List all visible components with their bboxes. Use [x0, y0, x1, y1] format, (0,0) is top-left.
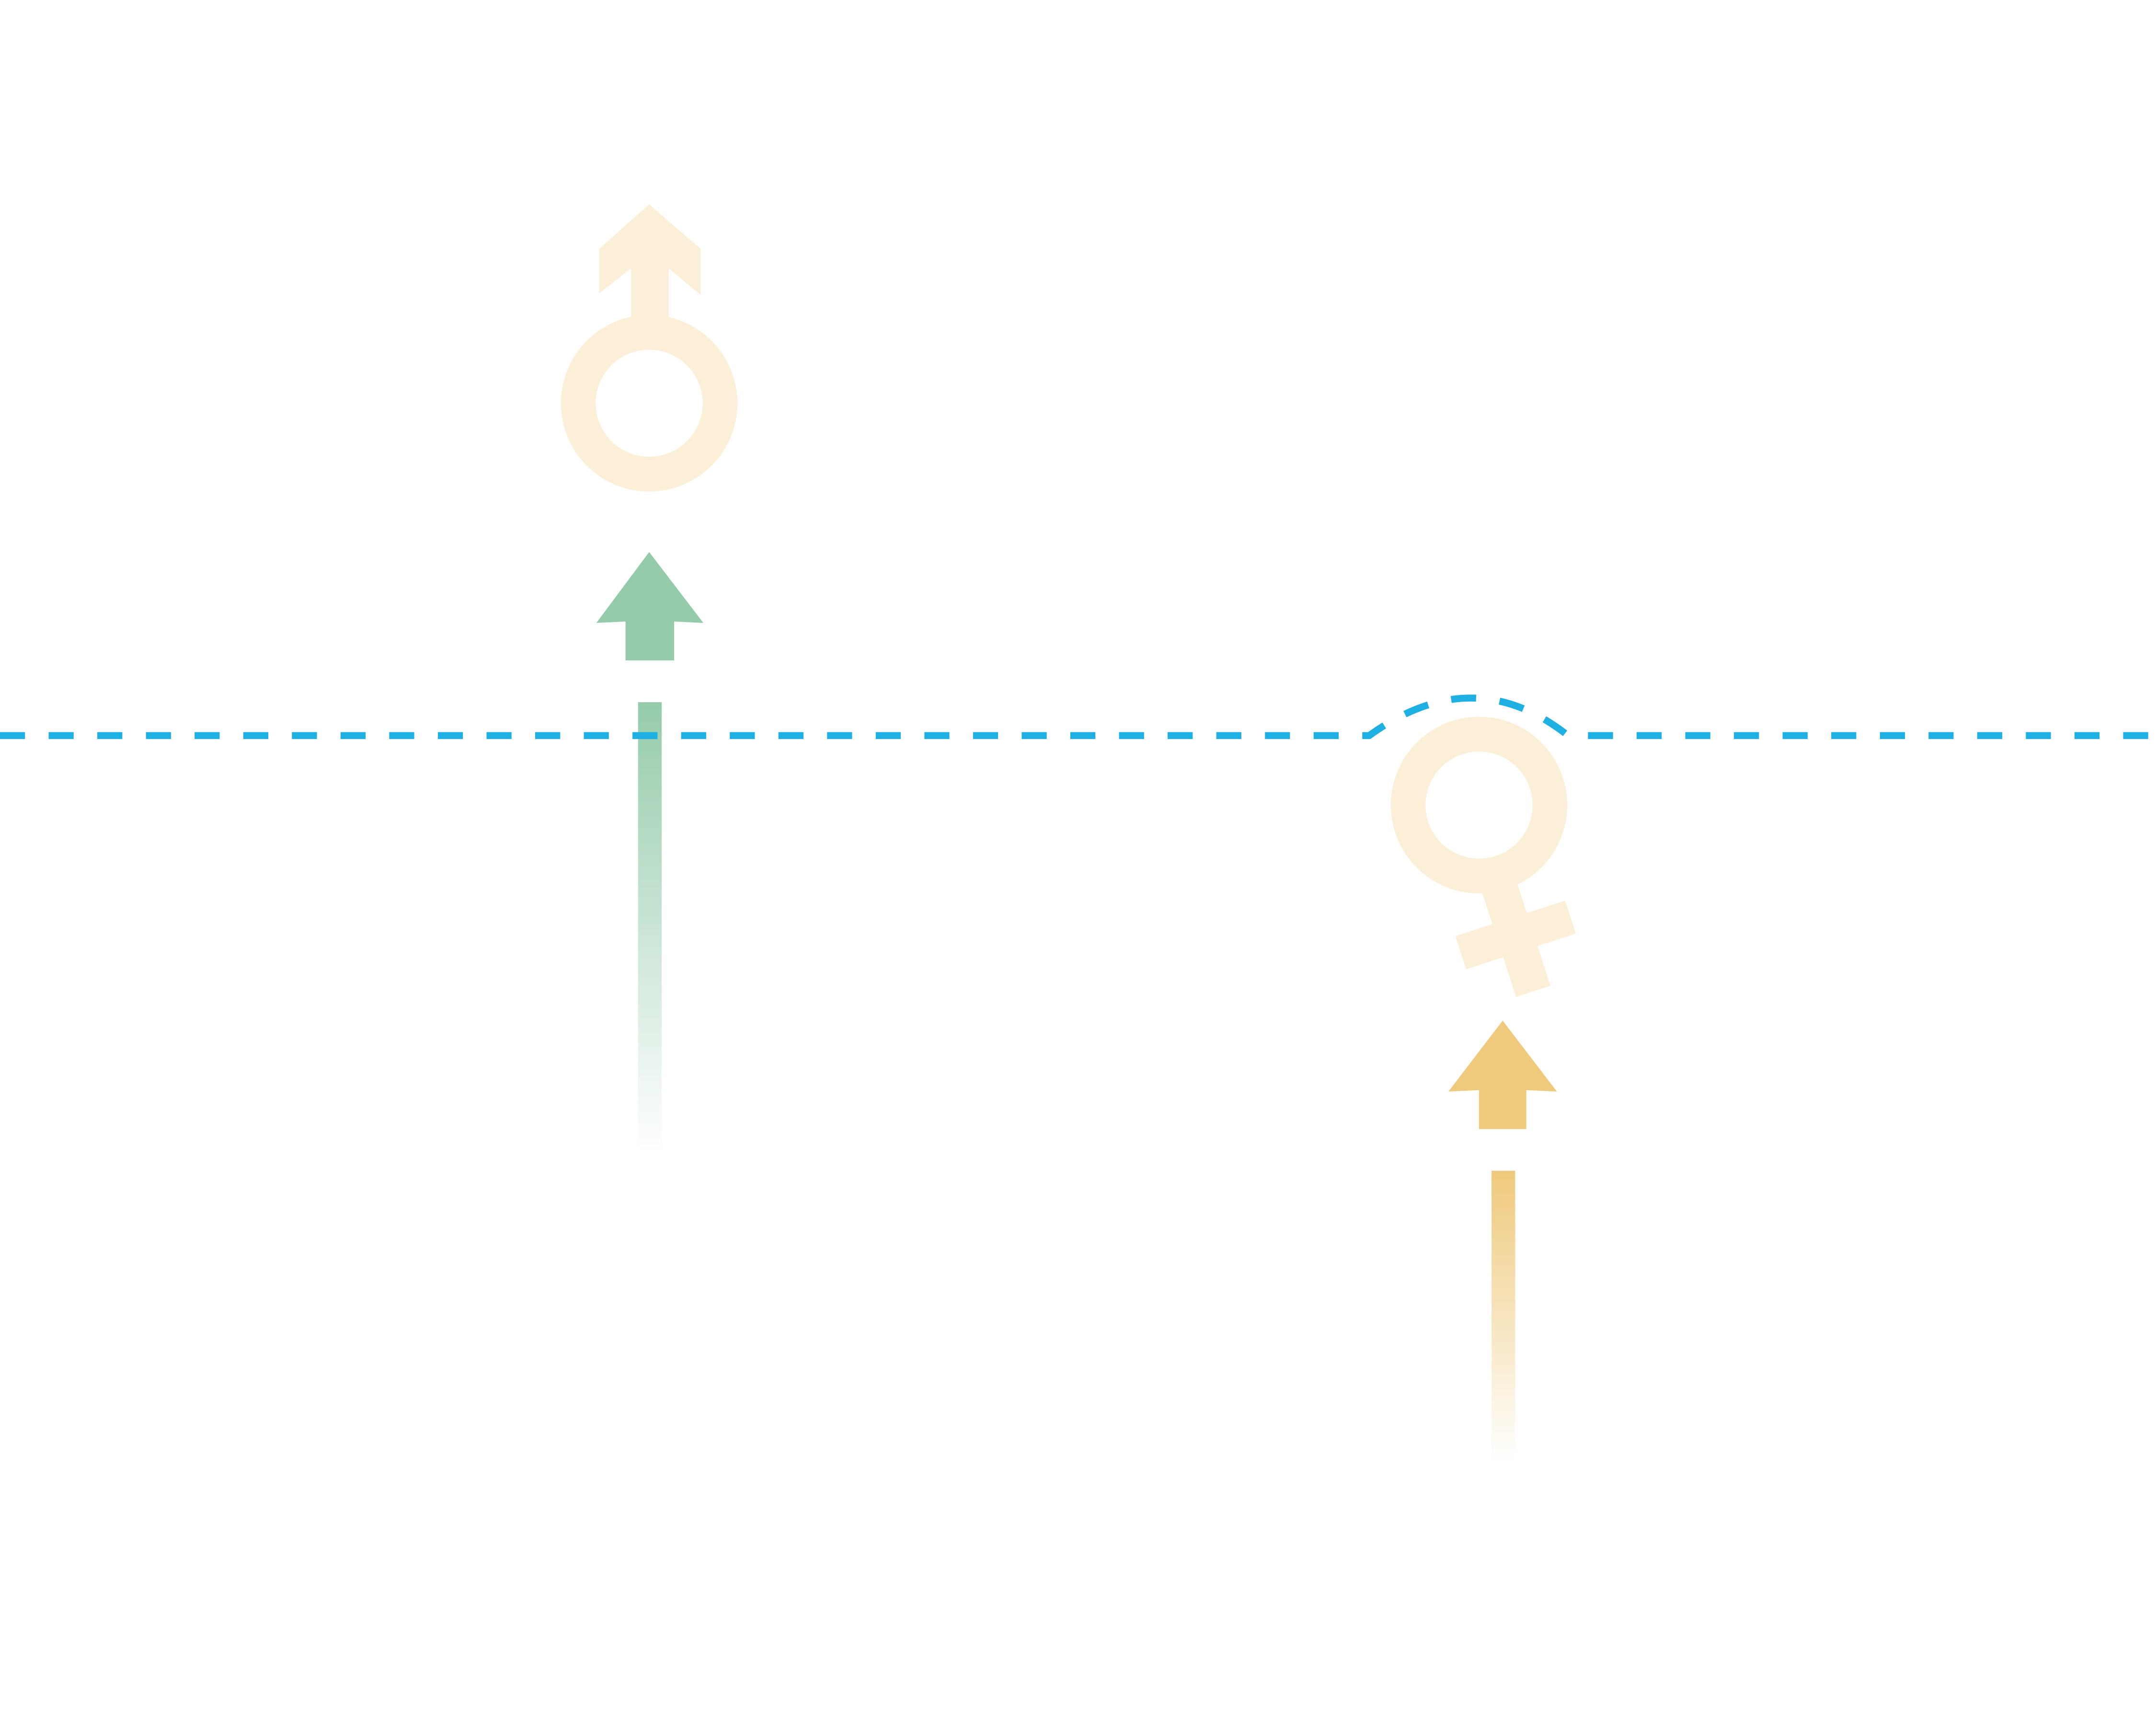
male-symbol-ring: [561, 315, 738, 492]
dashed-threshold-line: [0, 694, 2156, 739]
female-symbol-icon: [1390, 716, 1576, 997]
male-arrow-stem: [638, 702, 662, 1154]
female-symbol-ring: [1390, 716, 1568, 894]
male-symbol-icon: [561, 204, 738, 492]
up-arrow-icon: [596, 552, 704, 661]
female-arrow-stem: [1491, 1170, 1515, 1463]
male-up-arrow: [596, 552, 704, 1154]
male-symbol-arrowhead: [599, 204, 701, 320]
female-up-arrow: [1448, 1020, 1557, 1463]
up-arrow-icon: [1448, 1020, 1557, 1129]
female-symbol-crossbar: [1455, 900, 1576, 970]
